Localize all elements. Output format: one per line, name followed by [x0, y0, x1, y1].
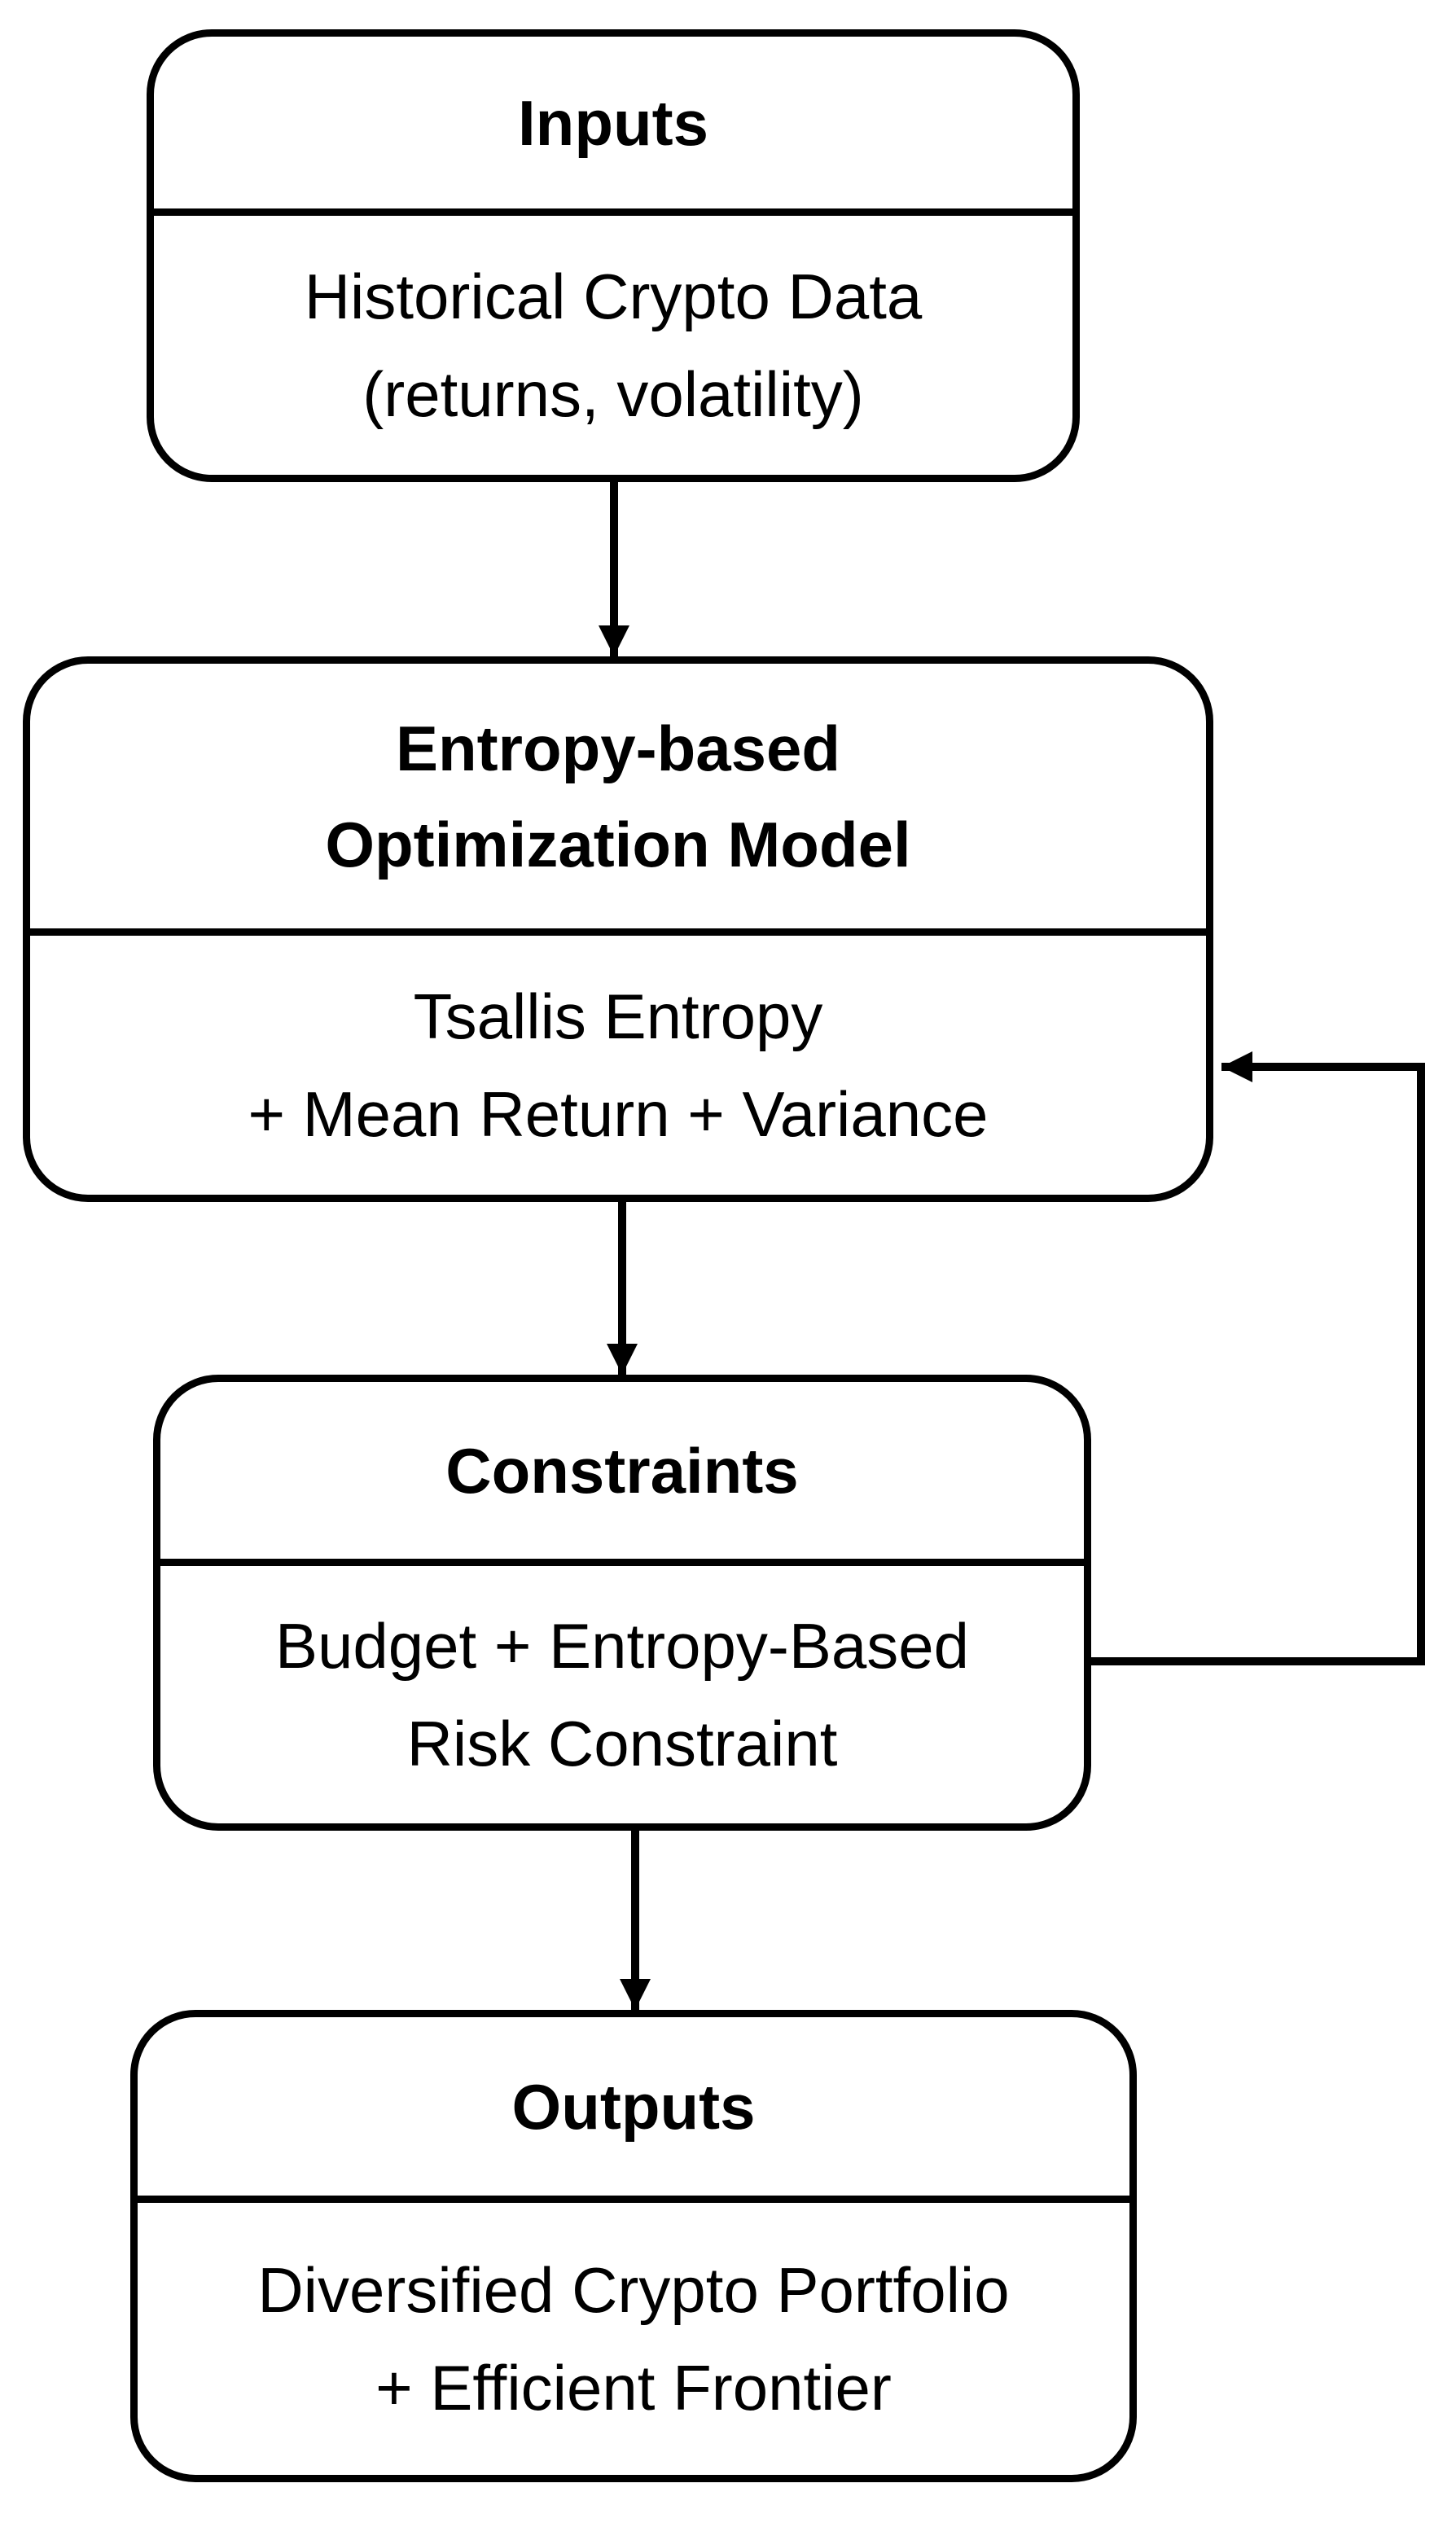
inputs-body: Historical Crypto Data (returns, volatil… [154, 216, 1072, 475]
constraints-body-line-2: Risk Constraint [406, 1708, 838, 1779]
model-body-line-1: Tsallis Entropy [413, 981, 823, 1052]
inputs-title: Inputs [518, 86, 708, 159]
model-body: Tsallis Entropy + Mean Return + Variance [30, 936, 1206, 1195]
outputs-body: Diversified Crypto Portfolio + Efficient… [138, 2203, 1129, 2475]
feedback-arrow-constraints-to-model [1091, 1051, 1425, 1665]
inputs-body-line-1: Historical Crypto Data [304, 261, 923, 332]
model-header: Entropy-based Optimization Model [30, 664, 1206, 936]
outputs-body-line-2: + Efficient Frontier [375, 2352, 892, 2424]
inputs-body-line-2: (returns, volatility) [362, 358, 864, 430]
outputs-box: Outputs Diversified Crypto Portfolio + E… [130, 2010, 1137, 2482]
inputs-header: Inputs [154, 37, 1072, 216]
constraints-body-line-1: Budget + Entropy-Based [274, 1610, 970, 1682]
constraints-header: Constraints [160, 1382, 1084, 1566]
inputs-box: Inputs Historical Crypto Data (returns, … [147, 29, 1080, 482]
model-title-line-2: Optimization Model [325, 808, 911, 880]
model-title-line-1: Entropy-based [395, 712, 841, 784]
outputs-body-line-1: Diversified Crypto Portfolio [257, 2254, 1010, 2326]
constraints-title: Constraints [445, 1434, 799, 1507]
outputs-header: Outputs [138, 2017, 1129, 2203]
model-box: Entropy-based Optimization Model Tsallis… [23, 656, 1213, 1202]
constraints-box: Constraints Budget + Entropy-Based Risk … [153, 1375, 1091, 1831]
model-body-line-2: + Mean Return + Variance [248, 1078, 989, 1150]
constraints-body: Budget + Entropy-Based Risk Constraint [160, 1566, 1084, 1823]
outputs-title: Outputs [511, 2070, 756, 2143]
